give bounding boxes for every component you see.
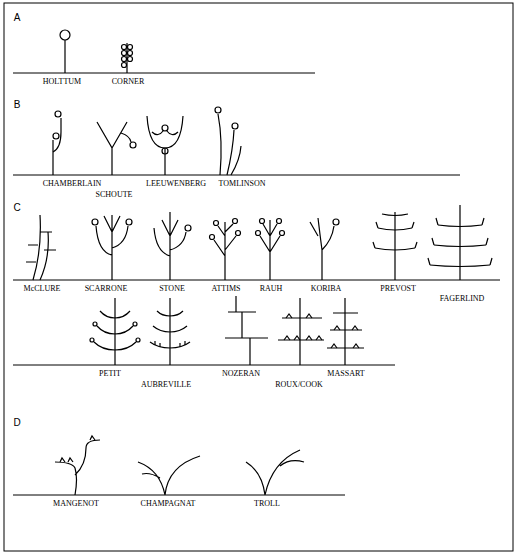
prevost-model [373, 212, 417, 280]
model-name: HOLTTUM [42, 77, 82, 87]
model-name: CHAMBERLAIN [42, 179, 103, 189]
aubreville-model [150, 298, 190, 365]
mangenot-model [55, 436, 100, 495]
panel-letter: B [13, 99, 22, 111]
model-name: SCARRONE [84, 284, 129, 294]
roux-cook-model [278, 298, 324, 365]
model-name: RAUH [259, 284, 284, 294]
model-name: NOZERAN [221, 369, 261, 379]
tomlinson-model [215, 107, 241, 175]
attims-model [210, 219, 241, 281]
mcclure-model [26, 215, 56, 280]
frame [4, 3, 513, 551]
model-name: CORNER [111, 77, 145, 87]
corner-model [122, 43, 133, 73]
panel-letter: C [12, 202, 21, 214]
chamberlain-model [53, 111, 61, 175]
schoute-model [97, 122, 136, 175]
model-name: KORIBA [310, 284, 343, 294]
ground-lines [13, 73, 500, 495]
panel-letter: A [13, 12, 22, 24]
model-name: PETIT [98, 369, 122, 379]
model-name: SCHOUTE [95, 190, 134, 200]
model-name: TROLL [253, 499, 281, 509]
troll-model [246, 450, 304, 495]
koriba-model [310, 218, 339, 280]
model-name: AUBREVILLE [140, 380, 192, 390]
petit-model [90, 298, 140, 365]
leeuwenberg-model [147, 116, 183, 175]
panel-letter: D [12, 417, 21, 429]
model-name: FAGERLIND [439, 294, 486, 304]
massart-model [327, 298, 364, 365]
fagerlind-model [428, 205, 492, 280]
model-name: MASSART [326, 369, 365, 379]
model-name: CHAMPAGNAT [140, 499, 197, 509]
model-name: STONE [158, 284, 186, 294]
rauh-model [256, 219, 285, 281]
stone-model [154, 212, 191, 280]
holttum-model [60, 30, 70, 73]
model-name: ATTIMS [211, 284, 242, 294]
model-name: PREVOST [379, 284, 417, 294]
model-name: ROUX/COOK [274, 380, 324, 390]
nozeran-model [225, 296, 268, 365]
scarrone-model [92, 215, 132, 280]
model-name: MANGENOT [52, 499, 100, 509]
champagnat-model [138, 456, 200, 495]
model-name: LEEUWENBERG [145, 179, 207, 189]
model-name: TOMLINSON [218, 179, 267, 189]
model-name: McCLURE [23, 284, 62, 294]
